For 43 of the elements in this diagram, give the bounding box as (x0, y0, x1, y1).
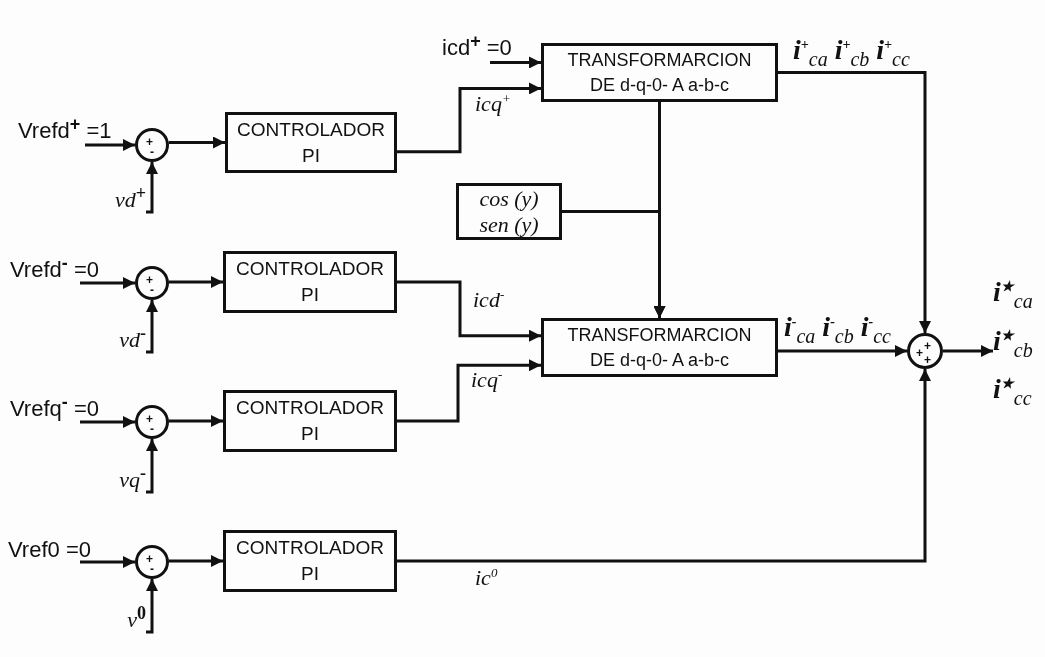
arrow (85, 139, 135, 151)
process-box: CONTROLADOR PI (223, 530, 397, 592)
arrow (778, 71, 931, 333)
input-label: Vrefd$^{-}$ =0 (10, 253, 99, 284)
process-box: CONTROLADOR PI (223, 390, 397, 452)
arrow (80, 416, 135, 428)
arrow (80, 277, 135, 289)
edge-label: icq$^{+}$ (474, 92, 512, 116)
arrow (169, 276, 223, 288)
arrow (169, 415, 223, 427)
input-label: Vrefd$^{+}$ =1 (18, 114, 112, 145)
process-box: CONTROLADOR PI (223, 251, 397, 313)
arrow (778, 345, 907, 357)
input-label: Vrefq$^{-}$ =0 (10, 392, 99, 423)
summing-junction: + - (135, 266, 169, 300)
input-label: v$^{0}$ (127, 603, 146, 634)
input-label: vq$^{-}$ (119, 463, 146, 494)
process-box: TRANSFORMARCION DE d-q-0- A a-b-c (541, 43, 778, 102)
input-label: vd$^{-}$ (119, 323, 146, 354)
arrow (80, 556, 135, 568)
arrow (397, 359, 541, 423)
arrow (397, 82, 541, 154)
process-box: TRANSFORMARCION DE d-q-0- A a-b-c (541, 318, 778, 377)
function-box: cos (y) sen (y) (456, 183, 562, 240)
summing-junction: + - (135, 545, 169, 579)
summing-junction: + ++ (907, 333, 943, 369)
input-label: icd$^{+}$ =0 (442, 31, 512, 62)
summing-junction: + - (135, 405, 169, 439)
arrow (146, 162, 158, 214)
process-box: CONTROLADOR PI (225, 112, 397, 173)
arrow (146, 439, 158, 494)
arrow (169, 555, 223, 567)
input-label: Vref0 =0 (8, 536, 91, 563)
arrow (146, 300, 158, 354)
input-label: vd$^{+}$ (114, 183, 146, 214)
arrow (169, 136, 225, 149)
arrow (397, 280, 541, 342)
arrow (490, 56, 541, 69)
summing-junction: + - (135, 128, 169, 162)
arrow (943, 345, 993, 357)
arrow (397, 369, 931, 563)
arrow (562, 210, 666, 318)
arrow (146, 579, 158, 634)
